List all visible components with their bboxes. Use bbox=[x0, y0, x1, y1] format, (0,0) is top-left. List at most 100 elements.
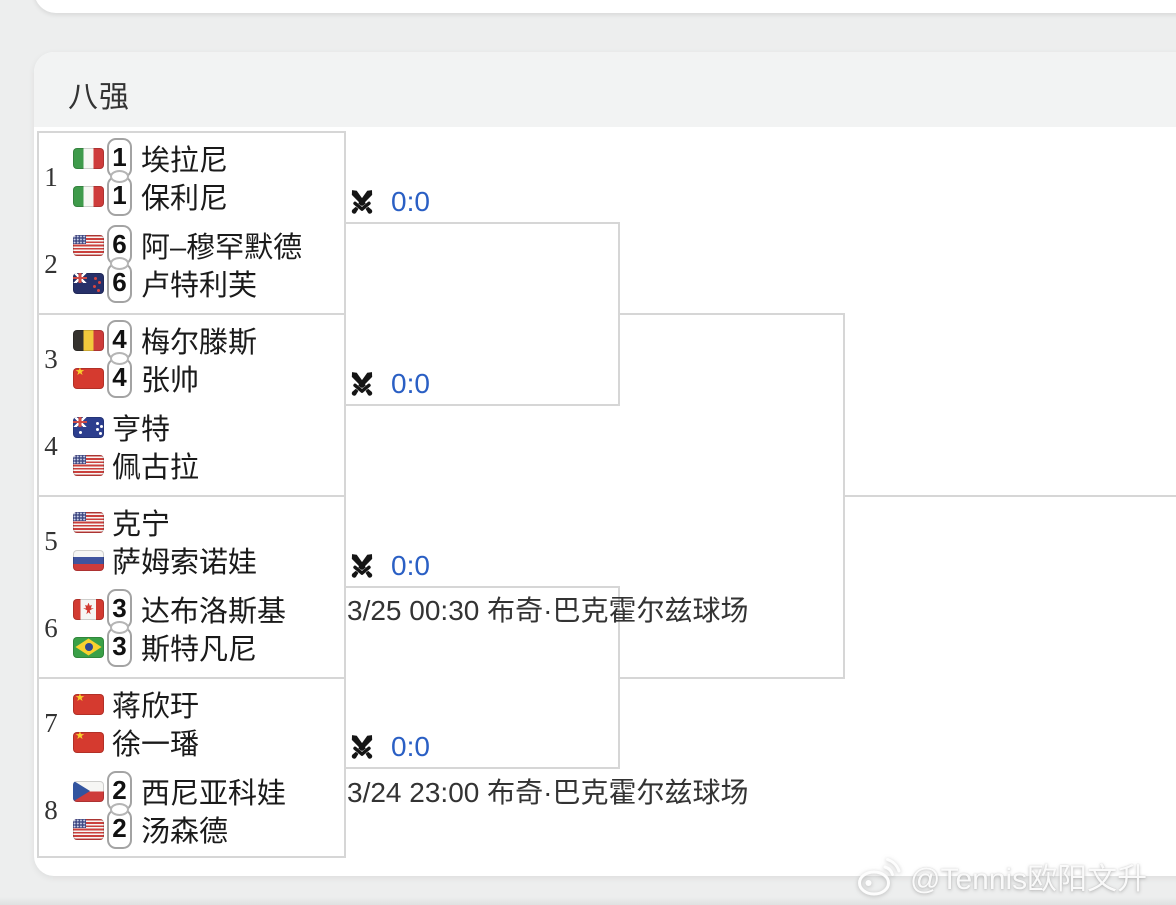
bracket-line bbox=[37, 131, 39, 858]
canada-flag-icon bbox=[73, 598, 104, 620]
pair-number: 2 bbox=[44, 249, 58, 279]
pair-number: 3 bbox=[44, 344, 58, 374]
player-name: 达布洛斯基 bbox=[141, 596, 287, 628]
australia-flag-icon bbox=[73, 416, 104, 438]
watermark: @Tennis欧阳文升 bbox=[856, 854, 1147, 898]
top-strip-card bbox=[34, 0, 1176, 13]
watermark-text: @Tennis欧阳文升 bbox=[910, 863, 1148, 896]
card-header: 八强 bbox=[34, 52, 1176, 127]
match-score[interactable]: 0:0 bbox=[345, 185, 430, 219]
player-row[interactable]: 阿–穆罕默德 bbox=[73, 230, 302, 264]
player-name: 保利尼 bbox=[141, 183, 229, 215]
bracket-line bbox=[37, 856, 346, 858]
player-row[interactable]: 卢特利芙 bbox=[73, 268, 257, 302]
seed-badge: 2 bbox=[107, 809, 132, 849]
player-name: 卢特利芙 bbox=[141, 270, 258, 302]
score-value: 0:0 bbox=[391, 368, 430, 399]
player-name: 蒋欣玗 bbox=[112, 691, 200, 723]
player-row[interactable]: 亨特 bbox=[73, 412, 170, 446]
pair-number: 7 bbox=[44, 708, 58, 738]
pair-number: 5 bbox=[44, 526, 58, 556]
match-score[interactable]: 0:0 bbox=[345, 730, 430, 764]
crossed-swords-icon bbox=[347, 368, 377, 400]
bracket-line bbox=[37, 131, 346, 133]
crossed-swords-icon bbox=[347, 550, 377, 582]
brazil-flag-icon bbox=[73, 636, 104, 658]
china-flag-icon bbox=[73, 367, 104, 389]
player-row[interactable]: 达布洛斯基 bbox=[73, 594, 286, 628]
pair-number: 4 bbox=[44, 431, 58, 461]
crossed-swords-icon bbox=[347, 731, 377, 763]
new-zealand-flag-icon bbox=[73, 272, 104, 294]
usa-flag-icon bbox=[73, 818, 104, 840]
seed-badge-notch bbox=[110, 803, 129, 816]
seed-badge-notch bbox=[110, 170, 129, 183]
player-name: 萨姆索诺娃 bbox=[112, 547, 258, 579]
bracket-line bbox=[618, 677, 845, 679]
player-row[interactable]: 西尼亚科娃 bbox=[73, 776, 286, 810]
china-flag-icon bbox=[73, 693, 104, 715]
italy-flag-icon bbox=[73, 147, 104, 169]
russia-flag-icon bbox=[73, 549, 104, 571]
player-name: 斯特凡尼 bbox=[141, 634, 258, 666]
match-score[interactable]: 0:0 bbox=[345, 549, 430, 583]
page-title: 八强 bbox=[68, 81, 130, 114]
player-name: 徐一璠 bbox=[112, 729, 200, 761]
bracket-line bbox=[618, 313, 845, 315]
score-value: 0:0 bbox=[391, 550, 430, 581]
match-time: 3/24 23:00 布奇·巴克霍尔兹球场 bbox=[347, 777, 749, 808]
player-row[interactable]: 蒋欣玗 bbox=[73, 689, 199, 723]
player-row[interactable]: 张帅 bbox=[73, 363, 199, 397]
usa-flag-icon bbox=[73, 454, 104, 476]
usa-flag-icon bbox=[73, 234, 104, 256]
player-row[interactable]: 梅尔滕斯 bbox=[73, 325, 257, 359]
player-name: 张帅 bbox=[141, 365, 200, 397]
bottom-fade bbox=[0, 897, 1176, 905]
bracket-line bbox=[37, 313, 346, 315]
player-name: 梅尔滕斯 bbox=[141, 327, 258, 359]
player-row[interactable]: 徐一璠 bbox=[73, 727, 199, 761]
player-row[interactable]: 汤森德 bbox=[73, 814, 228, 848]
player-row[interactable]: 斯特凡尼 bbox=[73, 632, 257, 666]
seed-badge: 3 bbox=[107, 627, 132, 667]
match-score[interactable]: 0:0 bbox=[345, 367, 430, 401]
score-value: 0:0 bbox=[391, 731, 430, 762]
player-name: 埃拉尼 bbox=[141, 145, 229, 177]
belgium-flag-icon bbox=[73, 329, 104, 351]
pair-number: 1 bbox=[44, 162, 58, 192]
player-name: 克宁 bbox=[112, 509, 171, 541]
player-row[interactable]: 保利尼 bbox=[73, 181, 228, 215]
score-value: 0:0 bbox=[391, 186, 430, 217]
seed-badge: 4 bbox=[107, 320, 132, 360]
pair-number: 8 bbox=[44, 795, 58, 825]
bracket-line bbox=[843, 495, 1176, 497]
bracket-line bbox=[344, 222, 620, 224]
china-flag-icon bbox=[73, 731, 104, 753]
player-row[interactable]: 佩古拉 bbox=[73, 450, 199, 484]
player-row[interactable]: 埃拉尼 bbox=[73, 143, 228, 177]
weibo-icon bbox=[858, 858, 901, 896]
match-time: 3/25 00:30 布奇·巴克霍尔兹球场 bbox=[347, 595, 749, 626]
seed-badge-notch bbox=[110, 621, 129, 634]
pair-number: 6 bbox=[44, 613, 58, 643]
player-name: 佩古拉 bbox=[112, 452, 200, 484]
usa-flag-icon bbox=[73, 511, 104, 533]
bracket-line bbox=[344, 404, 620, 406]
bracket-line bbox=[344, 586, 620, 588]
player-name: 阿–穆罕默德 bbox=[141, 232, 303, 264]
crossed-swords-icon bbox=[347, 186, 377, 218]
player-name: 亨特 bbox=[112, 414, 171, 446]
seed-badge: 1 bbox=[107, 138, 132, 178]
seed-badge-notch bbox=[110, 257, 129, 270]
bracket-line bbox=[344, 767, 620, 769]
seed-badge-notch bbox=[110, 352, 129, 365]
bracket-card: 八强 bbox=[34, 52, 1176, 876]
player-row[interactable]: 克宁 bbox=[73, 507, 170, 541]
italy-flag-icon bbox=[73, 185, 104, 207]
bracket-line bbox=[37, 495, 346, 497]
czech-flag-icon bbox=[73, 780, 104, 802]
bracket-line bbox=[344, 131, 346, 858]
player-row[interactable]: 萨姆索诺娃 bbox=[73, 545, 257, 579]
bracket-line bbox=[37, 677, 346, 679]
